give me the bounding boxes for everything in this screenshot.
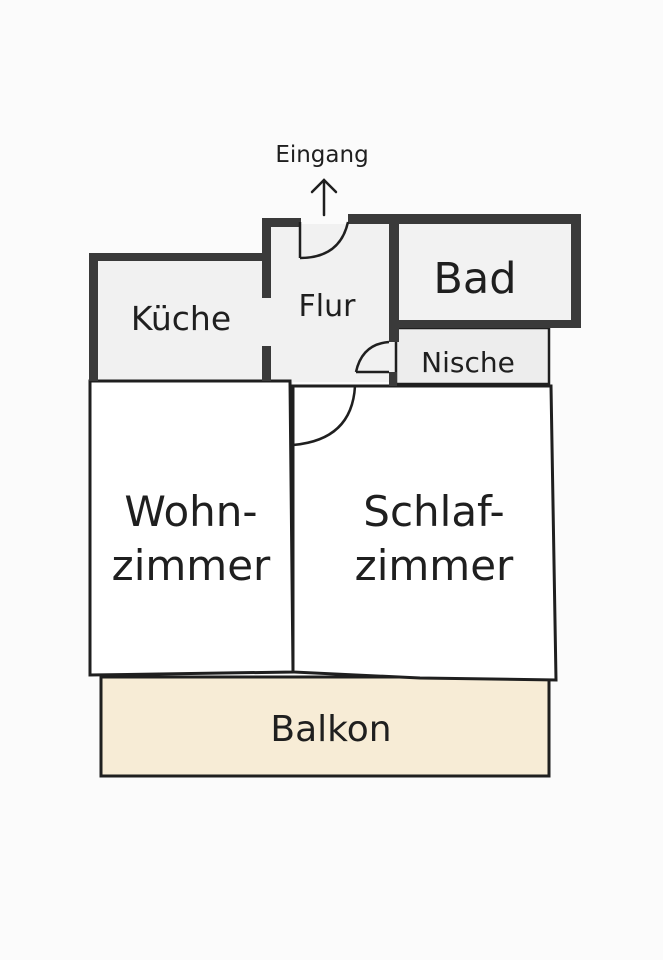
label-bad: Bad xyxy=(433,254,516,304)
wall xyxy=(262,218,301,227)
wall xyxy=(89,253,266,261)
room-bad xyxy=(398,224,576,326)
entrance-label: Eingang xyxy=(275,142,368,168)
label-flur: Flur xyxy=(299,289,357,324)
arrow-up-icon xyxy=(310,178,338,217)
wall xyxy=(262,346,271,381)
label-schlafzimmer-1: Schlaf- xyxy=(363,487,504,536)
wall xyxy=(389,372,397,386)
label-balkon: Balkon xyxy=(270,709,391,750)
wall xyxy=(389,214,399,342)
entrance-door xyxy=(298,221,350,260)
wall xyxy=(571,214,581,328)
wall xyxy=(89,253,98,381)
nische-door xyxy=(354,340,390,374)
label-nische: Nische xyxy=(421,346,515,379)
wall xyxy=(262,222,271,298)
room-flur xyxy=(266,224,396,445)
room-nische xyxy=(394,326,551,386)
room-kueche xyxy=(94,258,266,380)
label-wohnzimmer-2: zimmer xyxy=(112,541,271,590)
label-schlafzimmer-2: zimmer xyxy=(355,541,514,590)
schlafzimmer-door xyxy=(292,385,357,447)
label-wohnzimmer-1: Wohn- xyxy=(124,487,257,536)
walls xyxy=(89,214,581,386)
room-balkon xyxy=(99,675,551,778)
label-kueche: Küche xyxy=(131,299,231,338)
room-schlafzimmer xyxy=(291,384,558,682)
wall xyxy=(348,214,581,224)
wall xyxy=(389,320,581,328)
